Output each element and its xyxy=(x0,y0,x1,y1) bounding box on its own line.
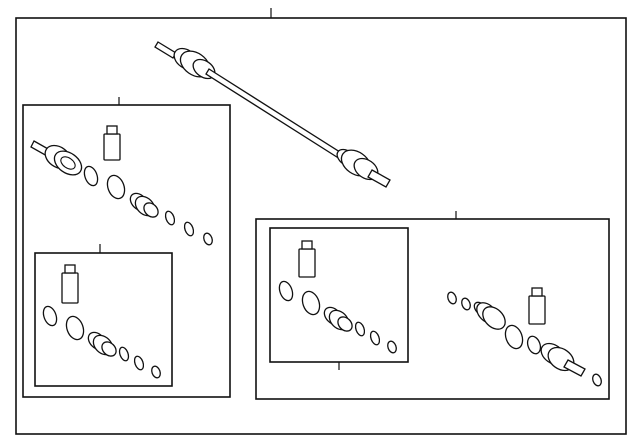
boot-clamp[interactable] xyxy=(104,173,127,201)
axle-shaft-assembly[interactable] xyxy=(154,41,391,188)
grease-tube[interactable] xyxy=(528,287,546,325)
clamp-ring[interactable] xyxy=(386,340,398,354)
boot-clamp[interactable] xyxy=(63,314,86,342)
boot-clamp[interactable] xyxy=(299,289,322,317)
boot-clamp[interactable] xyxy=(41,305,59,328)
clamp-ring[interactable] xyxy=(460,297,472,311)
outer-joint-kit-right xyxy=(255,211,610,400)
clamp-ring[interactable] xyxy=(354,321,366,337)
cv-boot[interactable] xyxy=(85,329,119,359)
clamp-ring[interactable] xyxy=(164,210,176,226)
clamp-ring[interactable] xyxy=(150,365,162,379)
outer-cv-joint[interactable] xyxy=(537,339,586,377)
clamp-ring[interactable] xyxy=(446,291,458,305)
clamp-ring[interactable] xyxy=(369,330,381,346)
inner-cv-joint[interactable] xyxy=(30,140,86,180)
clamp-ring[interactable] xyxy=(118,346,130,362)
cv-boot[interactable] xyxy=(321,304,355,334)
clamp-ring[interactable] xyxy=(133,355,145,371)
boot-clamp[interactable] xyxy=(277,280,295,303)
cv-boot[interactable] xyxy=(127,190,161,220)
cv-boot[interactable] xyxy=(472,299,510,334)
boot-kit-left xyxy=(34,244,173,387)
clamp-ring[interactable] xyxy=(202,232,214,246)
grease-tube[interactable] xyxy=(61,264,79,304)
boot-clamp[interactable] xyxy=(502,323,525,351)
grease-tube[interactable] xyxy=(298,240,316,278)
boot-clamp[interactable] xyxy=(525,334,542,355)
grease-tube[interactable] xyxy=(103,125,121,161)
inner-joint-kit-left xyxy=(22,97,231,398)
clamp-ring[interactable] xyxy=(591,373,603,387)
main-frame xyxy=(15,8,627,435)
boot-clamp[interactable] xyxy=(82,165,100,188)
clamp-ring[interactable] xyxy=(183,221,195,237)
boot-kit-right xyxy=(269,227,409,370)
